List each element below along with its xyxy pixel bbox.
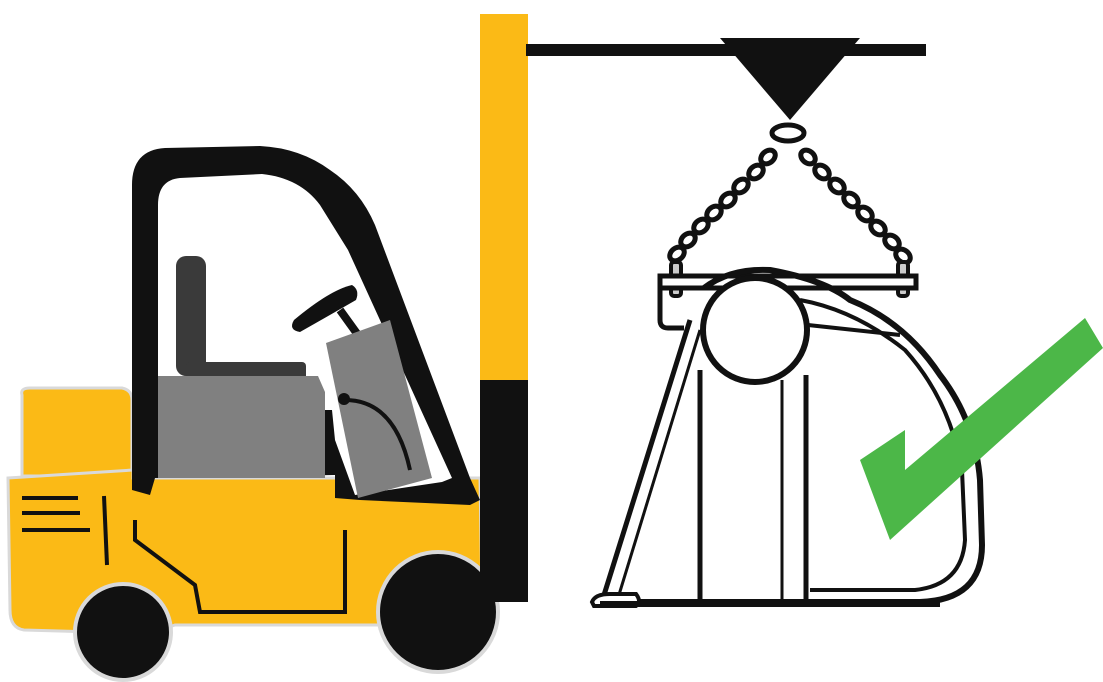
front-wheel	[376, 550, 500, 674]
mast	[480, 14, 528, 602]
checkmark-icon	[860, 318, 1103, 540]
jib-boom	[526, 38, 926, 120]
dashboard	[326, 320, 432, 498]
steering-wheel	[292, 285, 362, 338]
seat	[158, 256, 325, 478]
rear-wheel	[73, 582, 173, 682]
forklift-icon	[6, 146, 500, 682]
counterweight	[20, 386, 134, 478]
lifting-chain-icon	[667, 122, 913, 298]
machine-housing-icon	[589, 266, 986, 608]
